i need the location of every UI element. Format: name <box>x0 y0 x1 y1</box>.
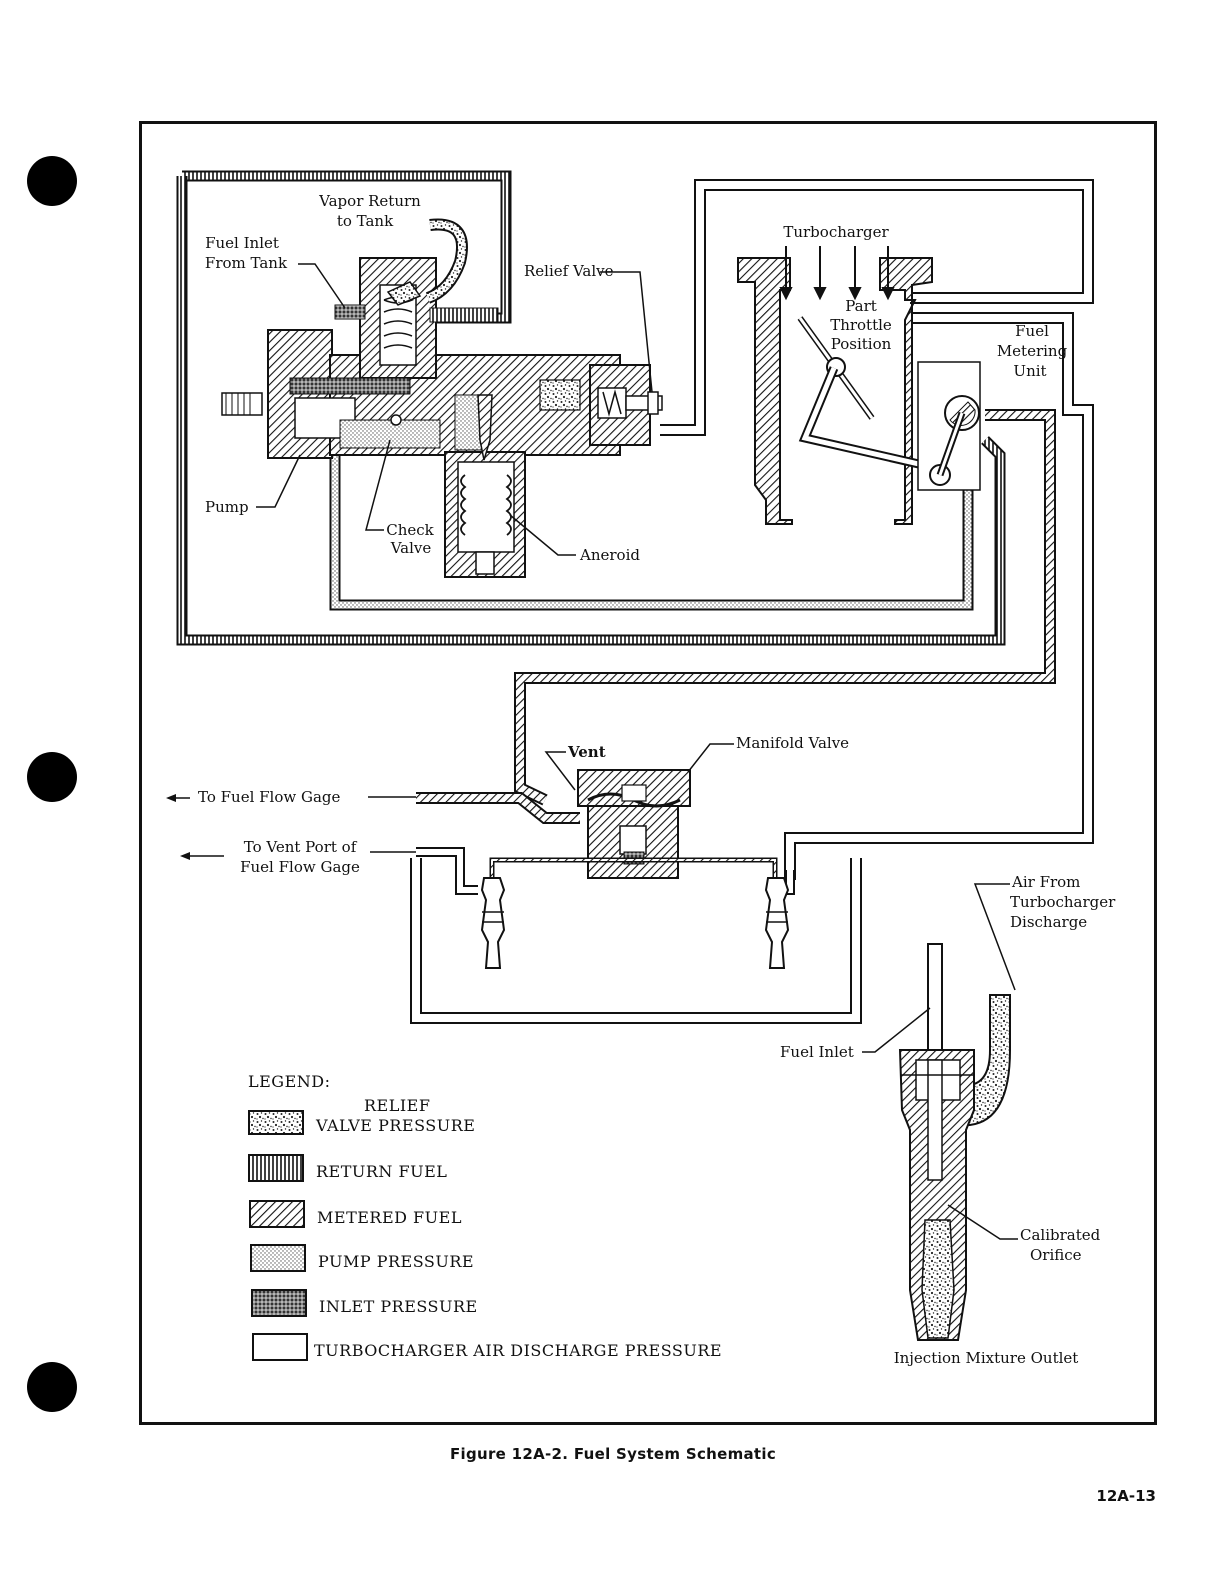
legend-title: LEGEND: <box>248 1072 330 1091</box>
label-manifold-valve: Manifold Valve <box>736 734 849 752</box>
arrow-to-vent-port <box>180 852 224 860</box>
binder-hole-top <box>27 156 77 206</box>
label-aneroid: Aneroid <box>579 546 640 564</box>
label-part-throttle-line2: Throttle <box>830 316 892 334</box>
metered-fuel-line <box>514 409 1056 806</box>
label-air-from-turbocharger-line2: Turbocharger <box>1010 893 1116 911</box>
label-to-vent-port: To Vent Port of <box>244 838 358 856</box>
legend-swatch-relief <box>248 1110 304 1135</box>
legend-swatch-metered-fuel <box>249 1200 305 1228</box>
figure-caption: Figure 12A-2. Fuel System Schematic <box>449 1445 777 1463</box>
throttle-body <box>737 246 981 525</box>
label-relief-valve: Relief Valve <box>524 262 614 280</box>
legend-pump-pressure: PUMP PRESSURE <box>318 1252 474 1271</box>
injector-nozzle-left <box>480 877 506 969</box>
label-air-from-turbocharger: Air From <box>1011 873 1080 891</box>
label-fuel-inlet-from-tank-line2: From Tank <box>205 254 288 272</box>
label-calibrated-orifice-line2: Orifice <box>1030 1246 1082 1264</box>
label-check-valve: Check <box>386 521 434 539</box>
injector-nozzle-right <box>764 877 790 969</box>
label-fuel-inlet: Fuel Inlet <box>780 1043 854 1061</box>
label-fuel-metering-unit-line2: Metering <box>997 342 1068 360</box>
pump-pressure-line <box>329 440 974 611</box>
legend-relief-valve-pressure: RELIEF <box>364 1096 430 1115</box>
label-calibrated-orifice: Calibrated <box>1020 1226 1101 1244</box>
label-to-fuel-flow-gage: To Fuel Flow Gage <box>198 788 341 806</box>
turbo-air-line <box>660 179 1094 880</box>
figure-frame <box>139 121 1157 1425</box>
legend-swatch-turbo-air <box>252 1333 308 1361</box>
legend-swatch-pump-pressure <box>250 1244 306 1272</box>
label-part-throttle: Part <box>845 297 877 315</box>
legend-metered-fuel: METERED FUEL <box>317 1208 462 1227</box>
binder-hole-middle <box>27 752 77 802</box>
label-vapor-return: Vapor Return <box>318 192 421 210</box>
label-check-valve-line2: Valve <box>390 539 432 557</box>
label-vent: Vent <box>567 743 606 761</box>
legend-inlet-pressure: INLET PRESSURE <box>319 1297 478 1316</box>
fuel-control-assembly <box>221 257 663 578</box>
page-number: 12A-13 <box>1096 1487 1156 1505</box>
label-vapor-return-line2: to Tank <box>337 212 394 230</box>
label-turbocharger: Turbocharger <box>783 223 889 241</box>
arrow-to-fuel-flow-gage <box>166 794 190 802</box>
label-pump: Pump <box>205 498 249 516</box>
label-injection-mixture-outlet: Injection Mixture Outlet <box>894 1349 1079 1367</box>
legend-relief-valve-pressure-line2: VALVE PRESSURE <box>315 1116 475 1135</box>
legend-swatch-inlet-pressure <box>251 1289 307 1317</box>
label-fuel-metering-unit: Fuel <box>1015 322 1049 340</box>
binder-hole-bottom <box>27 1362 77 1412</box>
legend-turbocharger-air-discharge-pressure: TURBOCHARGER AIR DISCHARGE PRESSURE <box>314 1341 722 1360</box>
injection-nozzle-detail <box>898 943 1011 1341</box>
vapor-return-tube <box>425 218 468 304</box>
label-air-from-turbocharger-line3: Discharge <box>1010 913 1087 931</box>
legend-swatch-return-fuel <box>248 1154 304 1182</box>
label-to-vent-port-line2: Fuel Flow Gage <box>240 858 360 876</box>
legend: LEGEND: RELIEF VALVE PRESSURE RETURN FUE… <box>248 1072 722 1361</box>
label-fuel-inlet-from-tank: Fuel Inlet <box>205 234 279 252</box>
leader-lines <box>256 263 1018 1240</box>
manifold-valve-assembly <box>410 769 862 1024</box>
legend-return-fuel: RETURN FUEL <box>316 1162 447 1181</box>
label-part-throttle-line3: Position <box>831 335 892 353</box>
label-fuel-metering-unit-line3: Unit <box>1013 362 1046 380</box>
